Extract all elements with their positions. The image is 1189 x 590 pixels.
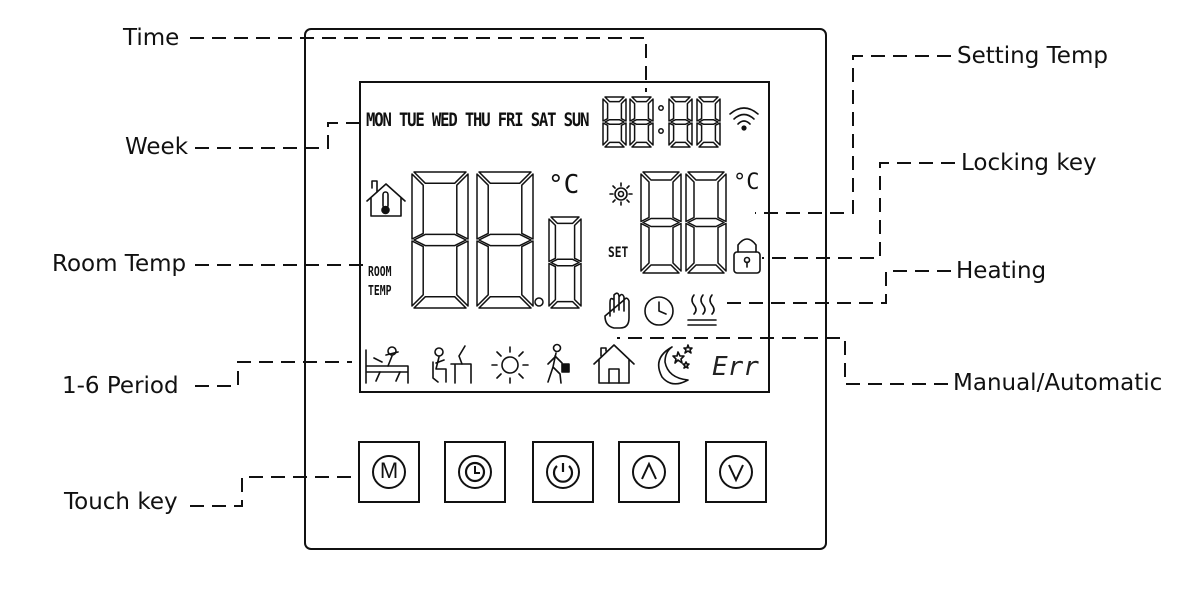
- locking-key-label: Locking key: [961, 150, 1097, 176]
- room-temp-digit-1: [411, 171, 469, 309]
- sun-icon: [491, 346, 529, 384]
- wifi-icon: [729, 107, 759, 131]
- heating-label: Heating: [956, 258, 1047, 284]
- room-temp-unit: °C: [548, 170, 580, 200]
- clock-key-icon: [458, 455, 492, 489]
- mode-key-label: M: [379, 458, 399, 483]
- leave-walking-icon: [547, 343, 570, 384]
- power-icon: [546, 455, 580, 489]
- moon-stars-icon: [657, 344, 693, 385]
- room-temp-label: Room Temp: [52, 251, 187, 277]
- time-digit-2: [629, 96, 654, 148]
- period-leader: [195, 361, 352, 387]
- up-key[interactable]: [618, 441, 680, 503]
- time-colon-top: [658, 105, 664, 111]
- heating-icon: [687, 294, 717, 326]
- hand-icon: [604, 292, 630, 329]
- gear-icon: [609, 182, 633, 206]
- home-icon: [593, 344, 635, 384]
- heating-leader: [720, 270, 951, 304]
- room-label: ROOM: [368, 265, 392, 280]
- touch-key-leader: [190, 476, 356, 507]
- chevron-down-icon: [719, 455, 753, 489]
- week-label: Week: [125, 134, 189, 160]
- weekday-tue: TUE: [398, 109, 425, 131]
- period-label: 1-6 Period: [62, 373, 179, 399]
- mode-key[interactable]: M: [358, 441, 420, 503]
- power-key[interactable]: [532, 441, 594, 503]
- room-temp-decimal-digit: [548, 216, 582, 309]
- room-temp-digit-2: [476, 171, 534, 309]
- time-leader: [190, 37, 647, 92]
- clock-key[interactable]: [444, 441, 506, 503]
- weekday-mon: MON: [366, 109, 392, 131]
- lock-icon: [733, 238, 761, 274]
- manual-automatic-label: Manual/Automatic: [953, 370, 1163, 396]
- room-temp-decimal-point: [534, 297, 544, 307]
- house-thermometer-icon: [366, 180, 406, 217]
- temp-label: TEMP: [368, 284, 392, 299]
- lcd-screen: [359, 81, 770, 393]
- chevron-up-icon: [632, 455, 666, 489]
- time-digit-3: [668, 96, 693, 148]
- time-digit-4: [696, 96, 721, 148]
- time-digit-1: [602, 96, 627, 148]
- error-indicator: Err: [712, 352, 759, 382]
- work-desk-icon: [432, 345, 472, 384]
- setting-temp-leader: [755, 55, 951, 214]
- weekday-sat: SAT: [530, 109, 557, 131]
- manual-automatic-leader: [617, 337, 948, 385]
- wake-up-icon: [365, 346, 409, 384]
- set-temp-digit-1: [640, 171, 682, 274]
- touch-key-label: Touch key: [64, 489, 178, 515]
- weekday-thu: THU: [464, 109, 491, 131]
- set-label: SET: [608, 245, 629, 261]
- weekday-sun: SUN: [563, 109, 590, 131]
- locking-key-leader: [762, 162, 955, 259]
- device-frame: [304, 28, 827, 550]
- week-leader: [195, 122, 364, 149]
- time-colon-bottom: [658, 128, 664, 134]
- weekday-wed: WED: [431, 109, 458, 131]
- weekday-row: MON TUE WED THU FRI SAT SUN: [366, 109, 590, 131]
- setting-temp-label: Setting Temp: [957, 43, 1108, 69]
- clock-icon: [644, 296, 674, 326]
- time-label: Time: [123, 25, 180, 51]
- down-key[interactable]: [705, 441, 767, 503]
- set-temp-unit: °C: [733, 170, 760, 195]
- weekday-fri: FRI: [497, 109, 524, 131]
- set-temp-digit-2: [685, 171, 727, 274]
